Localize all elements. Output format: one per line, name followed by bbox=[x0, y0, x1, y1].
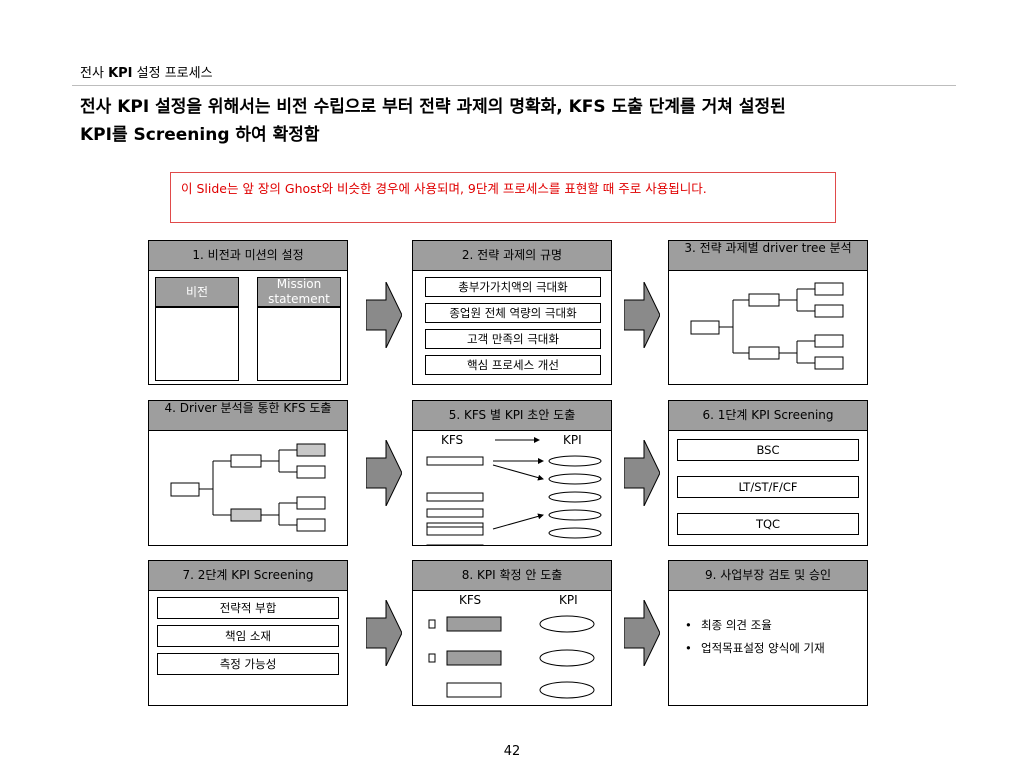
step-7-panel: 7. 2단계 KPI Screening 전략적 부합 책임 소재 측정 가능성 bbox=[148, 560, 348, 706]
strategy-item-3: 고객 만족의 극대화 bbox=[425, 329, 601, 349]
slide-section-title: 전사 KPI 설정 프로세스 bbox=[80, 66, 213, 81]
kfs-column-label: KFS bbox=[459, 593, 482, 607]
step-9-panel: 9. 사업부장 검토 및 승인 최종 의견 조율 업적목표설정 양식에 기재 bbox=[668, 560, 868, 706]
strategy-item-1: 총부가가치액의 극대화 bbox=[425, 277, 601, 297]
step-6-title: 6. 1단계 KPI Screening bbox=[669, 401, 867, 431]
approval-bullet-list: 최종 의견 조율 업적목표설정 양식에 기재 bbox=[683, 617, 853, 663]
criteria-item-2: 책임 소재 bbox=[157, 625, 339, 647]
step-1-panel: 1. 비전과 미션의 설정 비전 Mission statement bbox=[148, 240, 348, 385]
kpi-column-label: KPI bbox=[563, 433, 582, 447]
step-8-title: 8. KPI 확정 안 도출 bbox=[413, 561, 611, 591]
step-4-title: 4. Driver 분석을 통한 KFS 도출 bbox=[149, 401, 347, 431]
arrow-right-icon bbox=[624, 440, 660, 506]
step-5-title: 5. KFS 별 KPI 초안 도출 bbox=[413, 401, 611, 431]
kfs-column-label: KFS bbox=[441, 433, 464, 447]
arrow-right-icon bbox=[366, 282, 402, 348]
slide-headline: 전사 KPI 설정을 위해서는 비전 수립으로 부터 전략 과제의 명확화, K… bbox=[80, 97, 786, 145]
criteria-item-1: 전략적 부합 bbox=[157, 597, 339, 619]
screening-item-tqc: TQC bbox=[677, 513, 859, 535]
criteria-item-3: 측정 가능성 bbox=[157, 653, 339, 675]
page-number: 42 bbox=[503, 744, 521, 759]
arrow-right-icon bbox=[624, 600, 660, 666]
strategy-item-4: 핵심 프로세스 개선 bbox=[425, 355, 601, 375]
kfs-driver-diagram bbox=[170, 443, 326, 532]
screening-item-lt: LT/ST/F/CF bbox=[677, 476, 859, 498]
step-5-panel: 5. KFS 별 KPI 초안 도출 KFS KPI bbox=[412, 400, 612, 546]
final-kfs-kpi-diagram bbox=[428, 615, 595, 699]
arrow-right-icon bbox=[624, 282, 660, 348]
step-7-title: 7. 2단계 KPI Screening bbox=[149, 561, 347, 591]
arrow-right-icon bbox=[366, 600, 402, 666]
vision-content-box bbox=[155, 307, 239, 381]
screening-item-bsc: BSC bbox=[677, 439, 859, 461]
strategy-item-2: 종업원 전체 역량의 극대화 bbox=[425, 303, 601, 323]
kfs-kpi-mapping-diagram bbox=[426, 437, 602, 546]
step-9-title: 9. 사업부장 검토 및 승인 bbox=[669, 561, 867, 591]
step-3-panel: 3. 전략 과제별 driver tree 분석 bbox=[668, 240, 868, 385]
step-4-panel: 4. Driver 분석을 통한 KFS 도출 bbox=[148, 400, 348, 546]
step-1-title: 1. 비전과 미션의 설정 bbox=[149, 241, 347, 271]
usage-note: 이 Slide는 앞 장의 Ghost와 비슷한 경우에 사용되며, 9단계 프… bbox=[170, 172, 836, 223]
step-3-title: 3. 전략 과제별 driver tree 분석 bbox=[669, 241, 867, 271]
kpi-column-label: KPI bbox=[559, 593, 578, 607]
mission-content-box bbox=[257, 307, 341, 381]
bullet-item: 최종 의견 조율 bbox=[683, 617, 853, 634]
driver-tree-diagram bbox=[690, 282, 844, 370]
step-2-title: 2. 전략 과제의 규명 bbox=[413, 241, 611, 271]
vision-box: 비전 bbox=[155, 277, 239, 307]
mission-box: Mission statement bbox=[257, 277, 341, 307]
step-6-panel: 6. 1단계 KPI Screening BSC LT/ST/F/CF TQC bbox=[668, 400, 868, 546]
bullet-item: 업적목표설정 양식에 기재 bbox=[683, 640, 853, 657]
title-divider bbox=[72, 85, 956, 86]
step-8-panel: 8. KPI 확정 안 도출 KFS KPI bbox=[412, 560, 612, 706]
step-2-panel: 2. 전략 과제의 규명 총부가가치액의 극대화 종업원 전체 역량의 극대화 … bbox=[412, 240, 612, 385]
arrow-right-icon bbox=[366, 440, 402, 506]
